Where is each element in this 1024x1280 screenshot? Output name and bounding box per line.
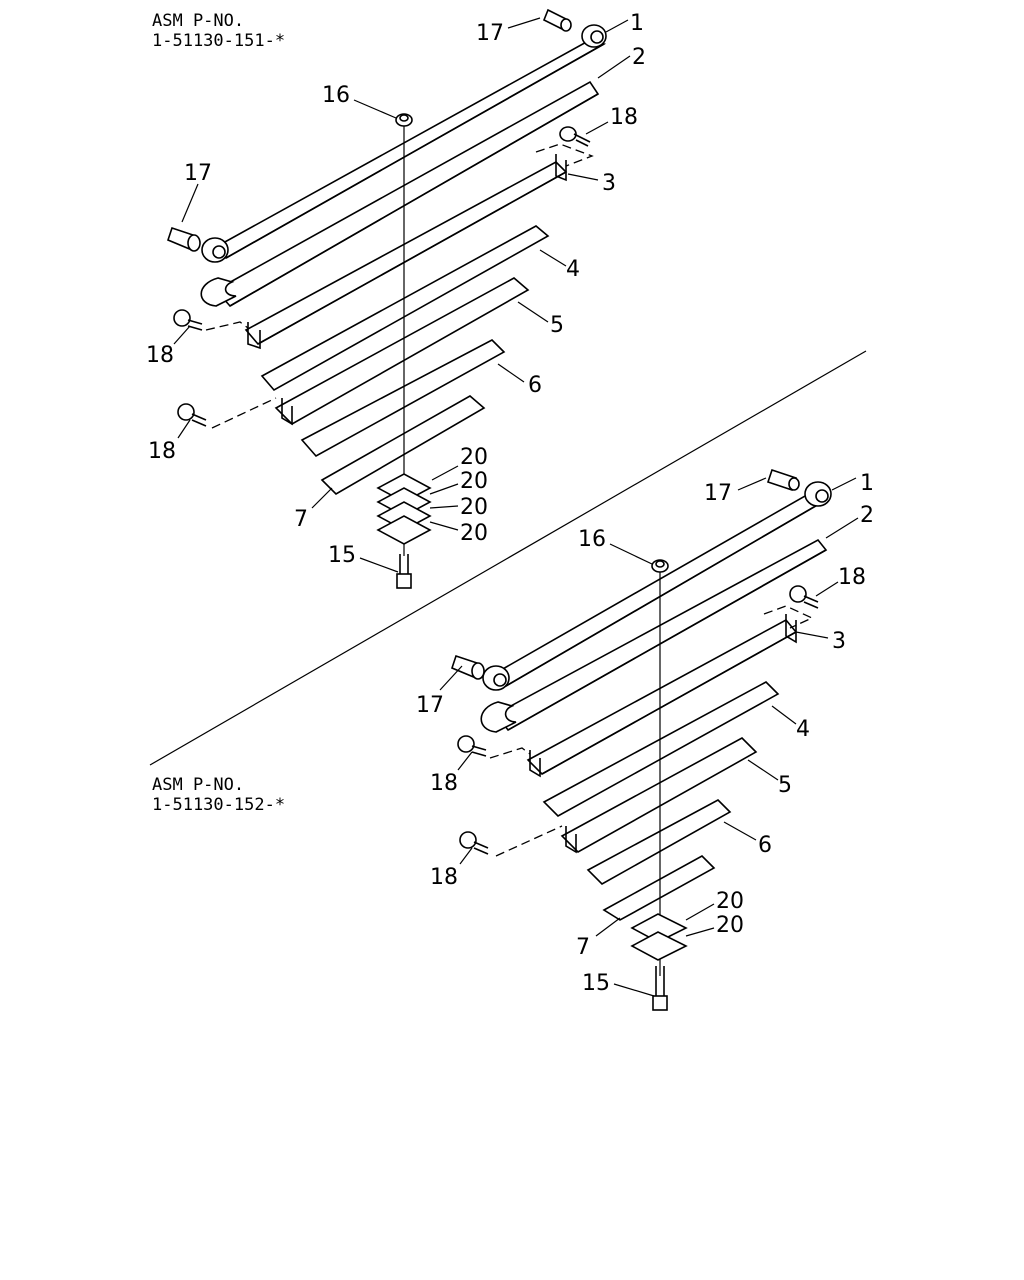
asm-label-2: ASM P-NO. <box>152 775 244 795</box>
nut-16 <box>651 559 669 573</box>
assembly-2: 17 1 2 16 18 3 17 4 18 5 6 18 20 20 7 15 <box>416 468 874 1011</box>
bushing-17-left <box>451 654 485 680</box>
bolt-18-right <box>789 585 819 609</box>
callout-5: 5 <box>550 313 564 338</box>
callout-18: 18 <box>838 565 866 590</box>
asm-part-number-2: 1-51130-152-* <box>152 795 285 815</box>
callout-1: 1 <box>630 11 644 36</box>
leaf-7 <box>602 855 716 921</box>
callout-20: 20 <box>460 521 488 546</box>
bushing-17-left <box>167 226 201 252</box>
leaf-1 <box>201 24 607 263</box>
callout-7: 7 <box>294 507 308 532</box>
spacer-stack-20 <box>630 913 688 961</box>
bolt-18-left-lower <box>177 397 277 429</box>
callout-20: 20 <box>716 889 744 914</box>
bushing-17-top <box>542 8 572 32</box>
callout-15: 15 <box>328 543 356 568</box>
callout-16: 16 <box>578 527 606 552</box>
leaf-5 <box>274 277 530 426</box>
callout-5: 5 <box>778 773 792 798</box>
callout-20: 20 <box>716 913 744 938</box>
leaf-2 <box>200 80 600 308</box>
leaf-1 <box>482 481 832 691</box>
callout-20: 20 <box>460 469 488 494</box>
callout-17: 17 <box>476 21 504 46</box>
callout-3: 3 <box>832 629 846 654</box>
assembly-divider-line <box>149 350 867 766</box>
nut-16 <box>395 113 413 127</box>
spacer-stack-20 <box>376 473 432 545</box>
leaf-3 <box>244 143 594 350</box>
bolt-15 <box>396 554 412 589</box>
callout-1: 1 <box>860 471 874 496</box>
leaf-4 <box>260 225 550 392</box>
asm-label-1: ASM P-NO. <box>152 11 244 31</box>
bushing-17-top <box>766 468 800 492</box>
callout-15: 15 <box>582 971 610 996</box>
bolt-18-left-upper <box>457 735 531 759</box>
bolt-18-right <box>559 126 591 147</box>
assembly-1: 17 1 2 16 18 3 17 4 18 5 6 18 20 20 20 2… <box>146 8 646 589</box>
callout-7: 7 <box>576 935 590 960</box>
callout-2: 2 <box>860 503 874 528</box>
leaf-5 <box>560 737 758 854</box>
callout-16: 16 <box>322 83 350 108</box>
leaf-6 <box>586 799 732 885</box>
callout-17: 17 <box>704 481 732 506</box>
leaf-2 <box>480 538 828 733</box>
callout-18: 18 <box>610 105 638 130</box>
callout-6: 6 <box>758 833 772 858</box>
bolt-18-left-upper <box>173 309 249 331</box>
callout-18: 18 <box>146 343 174 368</box>
leader-lines-1 <box>173 17 631 573</box>
callout-2: 2 <box>632 45 646 70</box>
callout-4: 4 <box>796 717 810 742</box>
callout-18: 18 <box>148 439 176 464</box>
leader-lines-2 <box>439 477 859 997</box>
bolt-18-left-lower <box>459 825 563 857</box>
callout-3: 3 <box>602 171 616 196</box>
callout-20: 20 <box>460 445 488 470</box>
callout-17: 17 <box>416 693 444 718</box>
bolt-15 <box>652 966 668 1011</box>
asm-part-number-1: 1-51130-151-* <box>152 31 285 51</box>
callout-4: 4 <box>566 257 580 282</box>
callout-6: 6 <box>528 373 542 398</box>
callout-20: 20 <box>460 495 488 520</box>
callout-18: 18 <box>430 865 458 890</box>
callout-17: 17 <box>184 161 212 186</box>
leaf-4 <box>542 681 780 817</box>
leaf-6 <box>300 339 506 458</box>
callout-18: 18 <box>430 771 458 796</box>
